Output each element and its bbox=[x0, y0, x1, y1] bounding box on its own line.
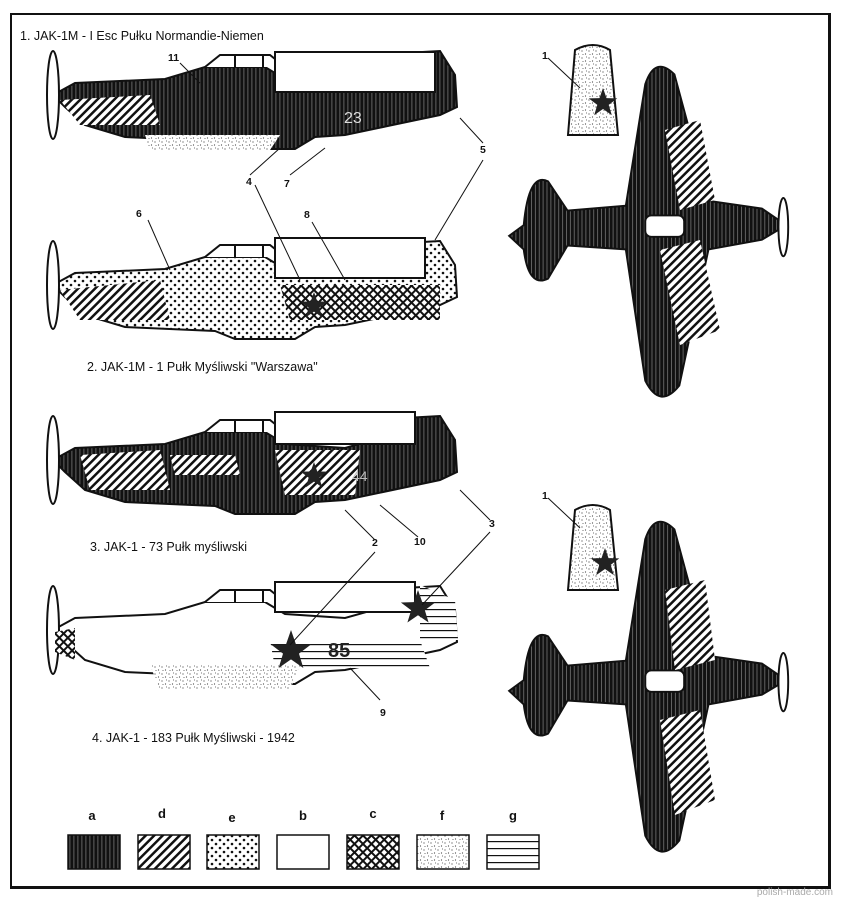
callout-5: 5 bbox=[480, 144, 486, 156]
drawing-frame bbox=[10, 13, 831, 889]
profile-caption-4: 4. JAK-1 - 183 Pułk Myśliwski - 1942 bbox=[92, 731, 295, 745]
legend-swatch-f bbox=[416, 834, 470, 870]
profile-caption-2: 2. JAK-1M - 1 Pułk Myśliwski "Warszawa" bbox=[87, 360, 318, 374]
profile-1-drawing bbox=[46, 50, 458, 150]
legend-swatch-g bbox=[486, 834, 540, 870]
legend-label-g: g bbox=[509, 808, 517, 823]
fuselage-code-3: 44 bbox=[352, 468, 368, 484]
profile-2-drawing bbox=[46, 237, 458, 340]
legend-label-f: f bbox=[439, 808, 445, 823]
legend-label-b: b bbox=[299, 808, 307, 823]
legend-label-d: d bbox=[158, 806, 166, 821]
legend-swatch-d bbox=[137, 834, 191, 870]
callout-3: 3 bbox=[489, 518, 495, 530]
legend-swatch-b bbox=[276, 834, 330, 870]
profile-caption-1: 1. JAK-1M - I Esc Pułku Normandie-Niemen bbox=[20, 29, 264, 43]
fuselage-code-4: 85 bbox=[328, 640, 351, 662]
legend-label-c: c bbox=[369, 806, 377, 821]
profile-3-drawing bbox=[46, 411, 458, 515]
callout-leaders bbox=[147, 57, 581, 701]
callout-11: 11 bbox=[168, 52, 180, 64]
callout-2: 2 bbox=[372, 537, 378, 549]
profile-caption-3: 3. JAK-1 - 73 Pułk myśliwski bbox=[90, 540, 247, 554]
callout-10: 10 bbox=[414, 536, 426, 548]
callout-1-top: 1 bbox=[542, 50, 548, 62]
callout-7: 7 bbox=[284, 178, 290, 190]
top-view-1 bbox=[508, 44, 790, 398]
fuselage-code-1: 23 bbox=[344, 110, 362, 127]
legend-swatch-a bbox=[67, 834, 121, 870]
callout-4: 4 bbox=[246, 176, 252, 188]
top-view-2 bbox=[508, 504, 790, 853]
callout-8: 8 bbox=[304, 209, 310, 221]
callout-1-bottom: 1 bbox=[542, 490, 548, 502]
legend-swatch-e bbox=[206, 834, 260, 870]
legend-swatch-c bbox=[346, 834, 400, 870]
profile-4-drawing bbox=[46, 581, 458, 690]
watermark: polish-made.com bbox=[756, 887, 833, 898]
callout-6: 6 bbox=[136, 208, 142, 220]
legend-label-e: e bbox=[228, 810, 236, 825]
callout-9: 9 bbox=[380, 707, 386, 719]
legend-label-a: a bbox=[88, 808, 96, 823]
